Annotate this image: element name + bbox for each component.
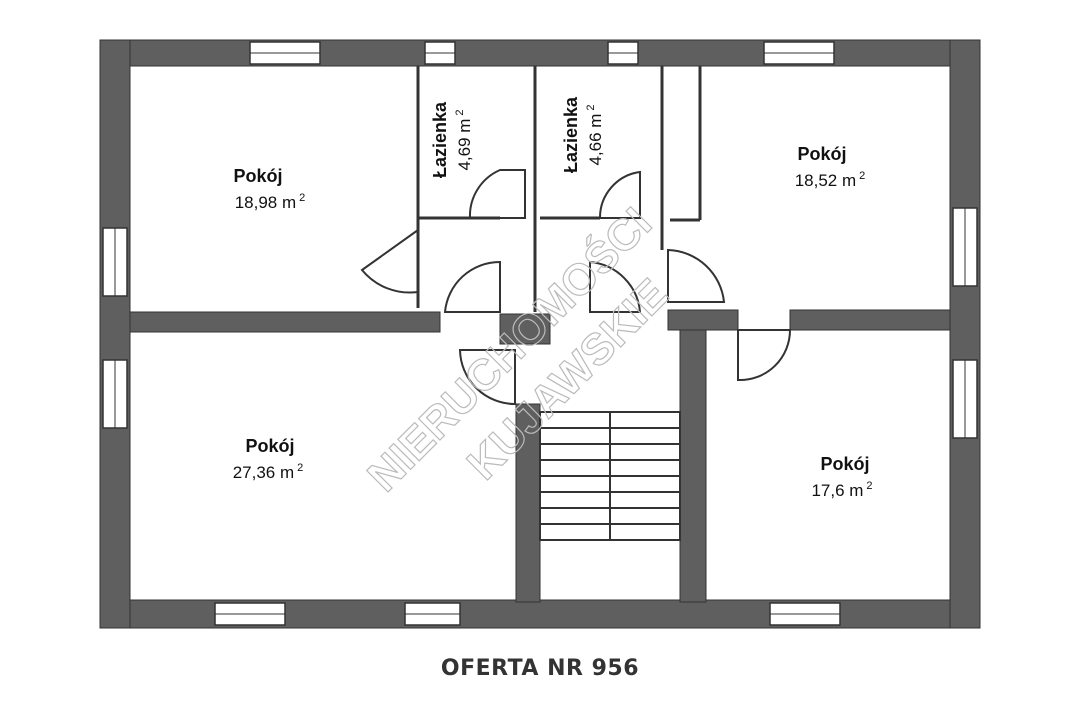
wall-center-block: [499, 313, 551, 345]
wall-stair-right: [679, 329, 707, 603]
wall-stair-left: [515, 403, 541, 603]
wall-top: [99, 39, 981, 67]
room-name: Pokój: [820, 454, 869, 474]
wall-left-horizontal: [129, 311, 441, 333]
wall-hall-stub: [667, 309, 739, 331]
window-lines: [114, 52, 966, 615]
room-name: Pokój: [245, 436, 294, 456]
stairs: [539, 411, 681, 541]
wall-left: [99, 39, 131, 629]
room-area: 4,69 m2: [454, 109, 474, 170]
offer-title: OFERTA NR 956: [440, 656, 640, 681]
door-swing: [360, 228, 419, 294]
door-swings: [360, 169, 792, 406]
door-swing: [667, 248, 726, 303]
room-name: Pokój: [797, 144, 846, 164]
door-swing: [598, 170, 641, 219]
door-swing: [468, 169, 526, 219]
door-swing: [737, 329, 792, 382]
door-swing: [443, 260, 501, 313]
room-area: 4,66 m2: [585, 104, 605, 165]
thin-partitions: [416, 66, 702, 312]
wall-right-horizontal: [789, 309, 951, 331]
door-swing: [589, 260, 642, 313]
room-name: Pokój: [233, 166, 282, 186]
door-swing: [458, 349, 516, 406]
wall-right: [949, 39, 981, 629]
room-name: Łazienka: [561, 96, 581, 173]
room-name: Łazienka: [430, 101, 450, 178]
